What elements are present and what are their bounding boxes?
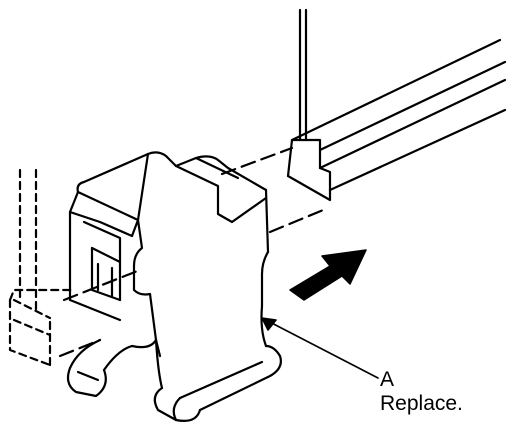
callout-letter-a: A [380, 368, 395, 391]
callout-leader [261, 317, 379, 379]
callout-replace-text: Replace. [380, 392, 463, 415]
insertion-arrow [289, 249, 367, 301]
hidden-slot-left [8, 168, 76, 367]
retaining-clip [66, 151, 282, 422]
mounting-rail [286, 8, 507, 202]
